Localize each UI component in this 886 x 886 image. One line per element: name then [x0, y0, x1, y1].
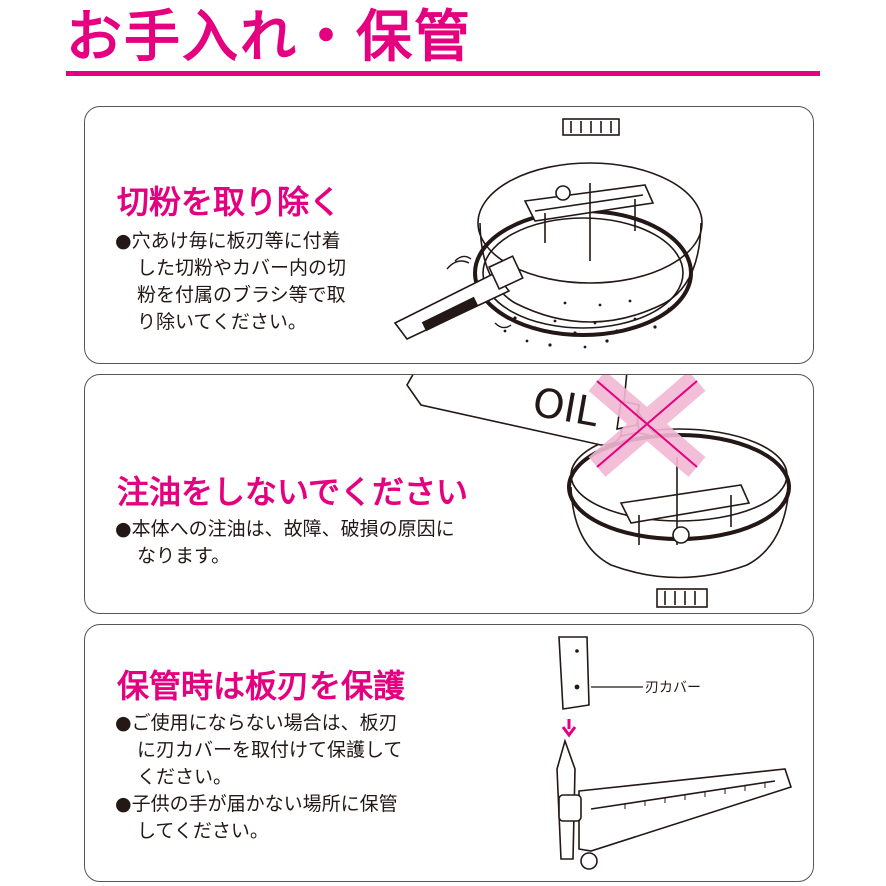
panel-remove-chips: 切粉を取り除く ●穴あけ毎に板刃等に付着 した切粉やカバー内の切 粉を付属のブラ… [84, 106, 814, 364]
section-heading: 保管時は板刃を保護 [117, 667, 406, 705]
panel-storage: 保管時は板刃を保護 ●ご使用にならない場合は、板刃 に刃カバーを取付けて保護して… [84, 624, 814, 882]
section-heading: 切粉を取り除く [117, 183, 342, 221]
section-text: ●本体への注油は、故障、破損の原因に なります。 [115, 516, 455, 570]
blade-cover-label: 刃カバー [645, 680, 701, 696]
text-line: なります。 [137, 545, 231, 567]
page-title: お手入れ・保管 [66, 5, 472, 70]
panel-no-oil: 注油をしないでください ●本体への注油は、故障、破損の原因に なります。 OIL [84, 374, 814, 614]
section-heading: 注油をしないでください [117, 473, 469, 511]
title-rule [66, 71, 820, 76]
text-line: ●子供の手が届かない場所に保管 [115, 793, 398, 815]
text-line: り除いてください。 [137, 311, 307, 333]
text-line: した切粉やカバー内の切 [137, 257, 347, 279]
text-line: 粉を付属のブラシ等で取 [137, 284, 346, 306]
text-line: ●穴あけ毎に板刃等に付着 [115, 230, 341, 252]
text-line: に刃カバーを取付けて保護して [137, 739, 403, 761]
text-line: ●本体への注油は、故障、破損の原因に [115, 518, 455, 540]
cutter-with-brush-illustration [393, 118, 703, 349]
text-line: ください。 [137, 766, 233, 788]
text-line: ●ご使用にならない場合は、板刃 [115, 712, 398, 734]
text-line: してください。 [137, 820, 269, 842]
blade-cover-illustration: 刃カバー [556, 636, 793, 870]
section-text: ●穴あけ毎に板刃等に付着 した切粉やカバー内の切 粉を付属のブラシ等で取 り除い… [115, 228, 346, 336]
oil-prohibited-illustration: OIL [406, 375, 791, 608]
section-text: ●ご使用にならない場合は、板刃 に刃カバーを取付けて保護して ください。 ●子供… [115, 710, 402, 845]
